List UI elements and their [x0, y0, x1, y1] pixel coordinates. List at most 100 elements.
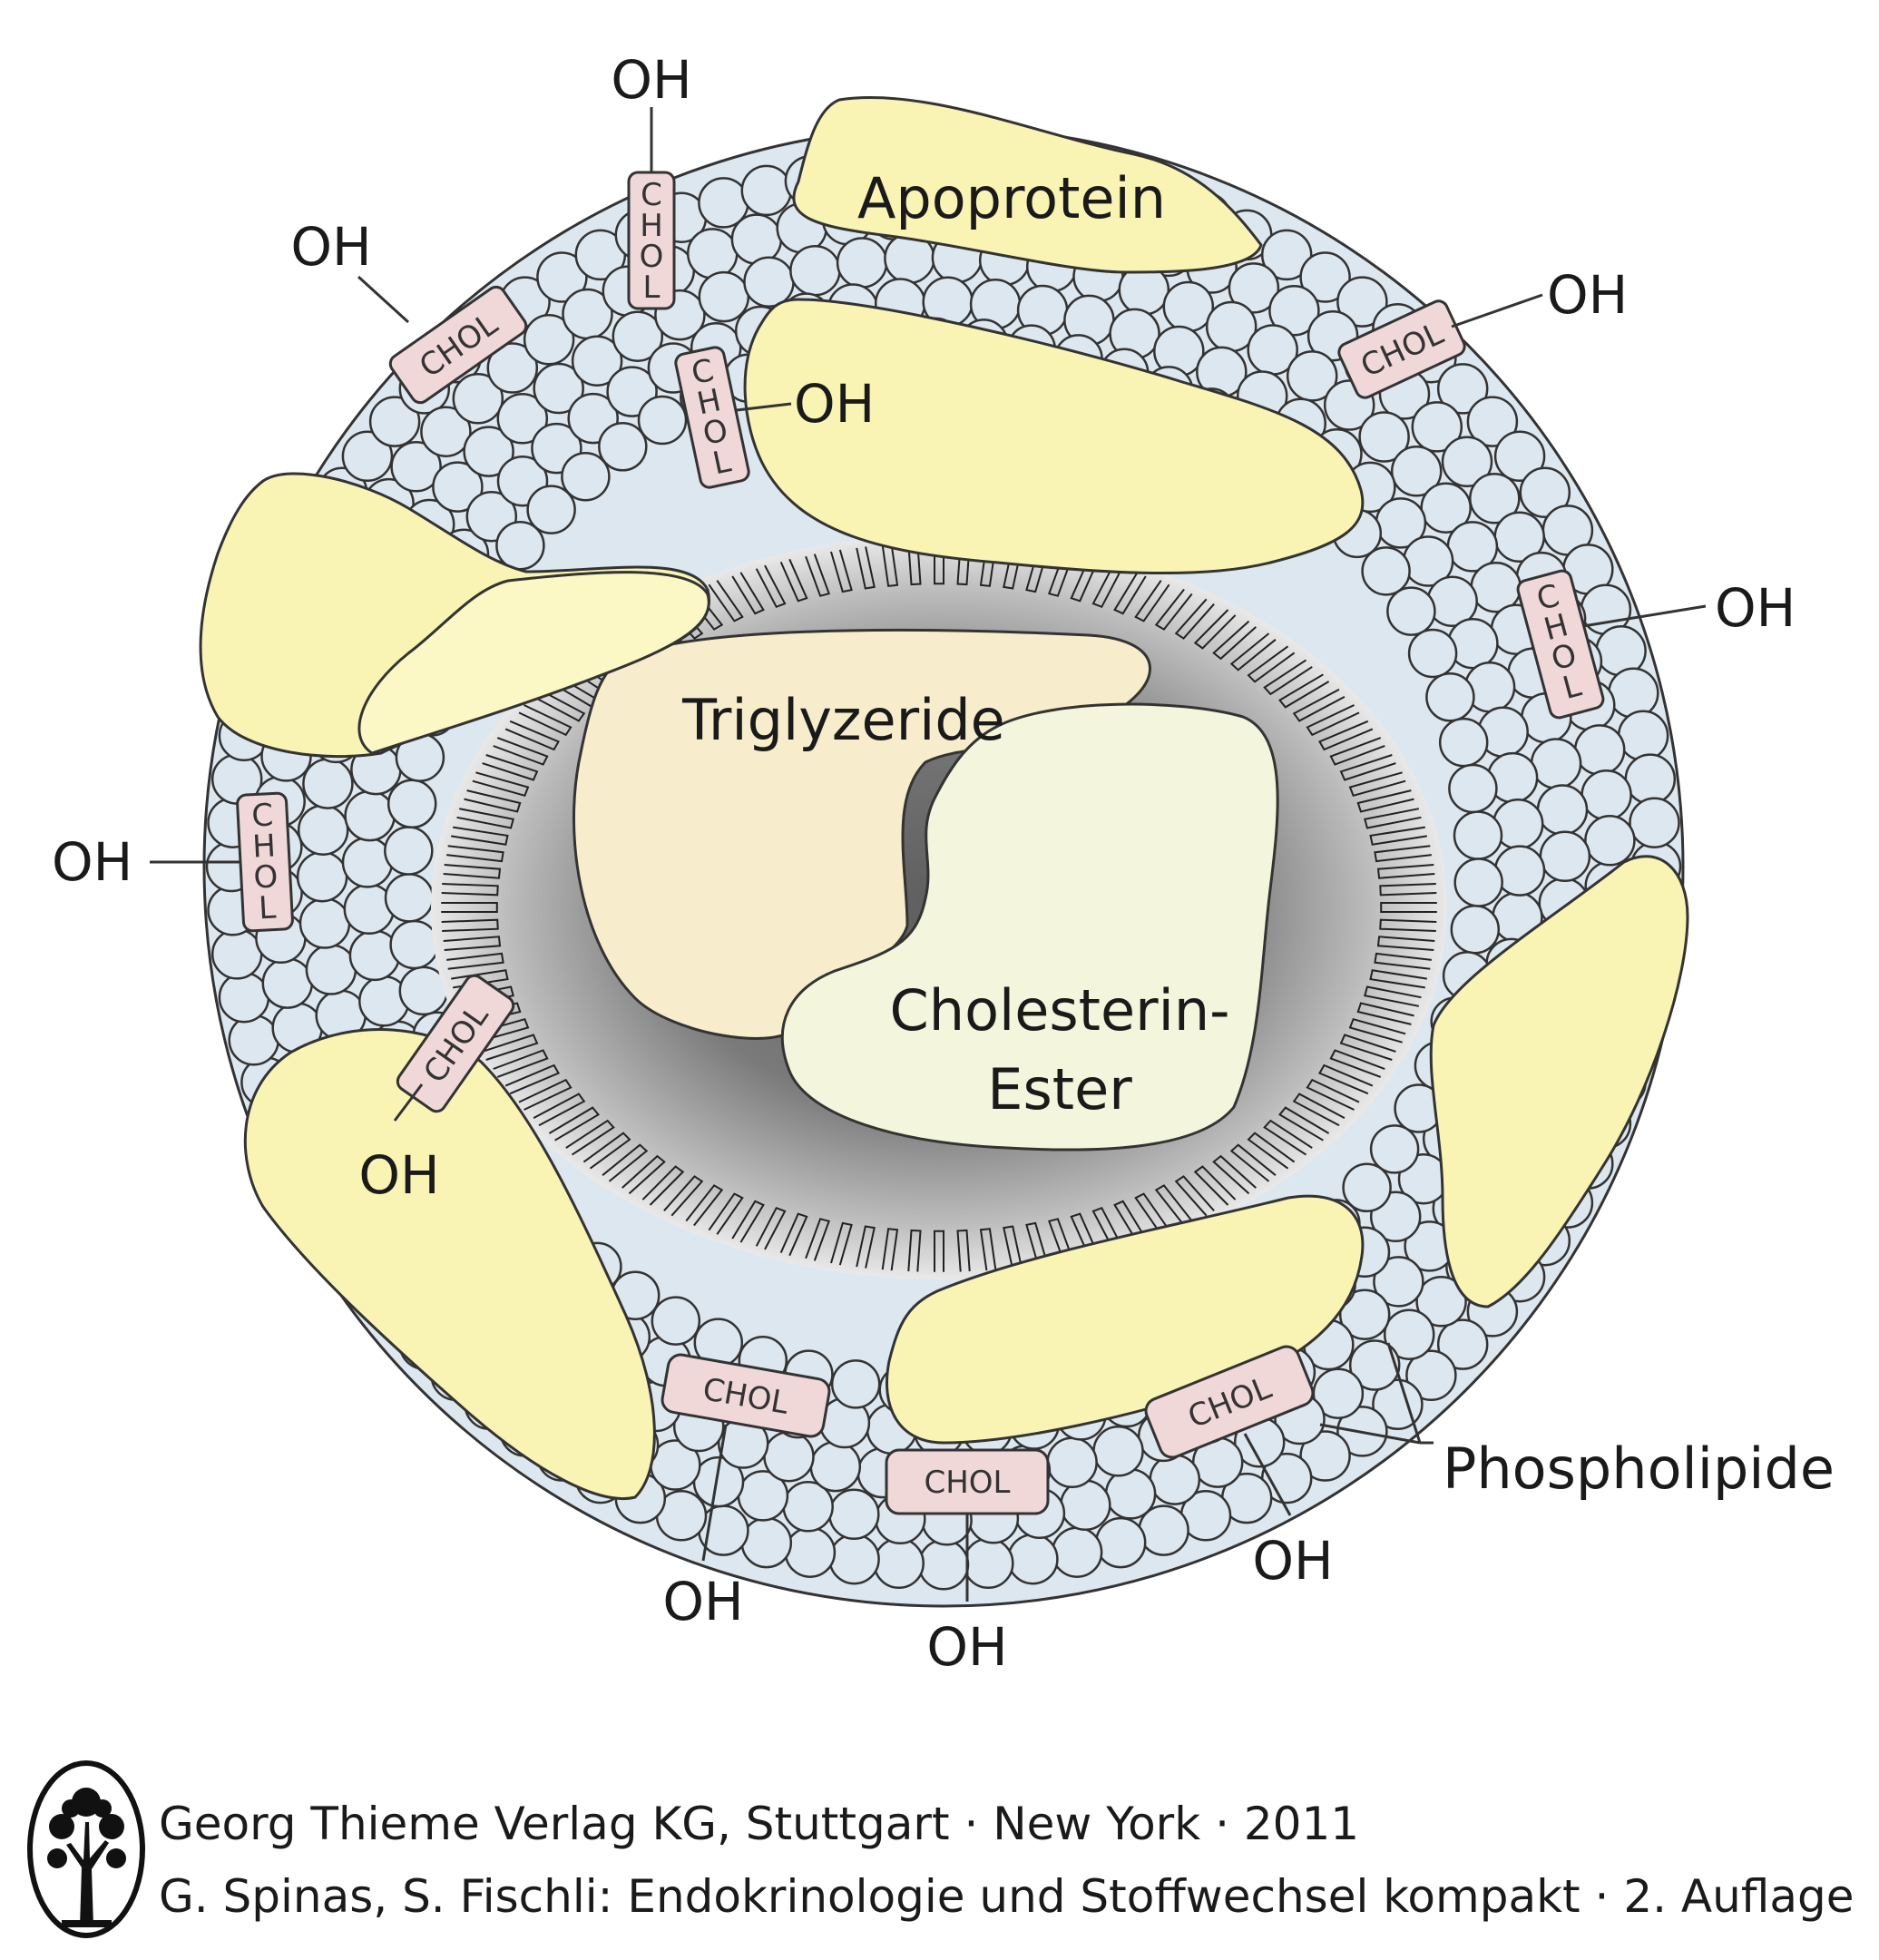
phospholipid-tail — [1113, 1200, 1147, 1243]
cholesterin-ester-blob — [780, 702, 1279, 1152]
phospholipid-tail — [451, 826, 509, 846]
phospholipid-tail — [1348, 771, 1406, 798]
phospholipid-tail — [1113, 572, 1147, 615]
phospholipid-tail — [685, 588, 724, 631]
phospholipid-head — [612, 310, 664, 362]
phospholipid-tail — [830, 1221, 853, 1266]
phospholipid-head — [496, 393, 549, 445]
svg-text:H: H — [640, 208, 663, 244]
phospholipid-tail — [1379, 918, 1437, 932]
phospholipid-tail — [1374, 952, 1432, 970]
phospholipid-tail — [1003, 1225, 1023, 1269]
phospholipid-tail — [493, 737, 549, 766]
phospholipid-head — [571, 335, 623, 387]
phospholipid-tail — [1003, 546, 1023, 590]
phospholipid-head — [1007, 1533, 1059, 1585]
phospholipid-head — [1060, 1479, 1111, 1532]
phospholipid-tail — [1348, 1017, 1406, 1044]
phospholipid-tail — [1212, 620, 1257, 661]
phospholipid-tail — [1376, 864, 1435, 879]
phospholipid-head — [1629, 797, 1680, 848]
phospholipid-head — [536, 251, 588, 303]
phospholipid-tail — [708, 1192, 744, 1235]
oh-label-top: OH — [611, 49, 691, 111]
label-apoprotein: Apoprotein — [857, 165, 1166, 231]
svg-text:L: L — [643, 270, 661, 306]
credit-line-1: Georg Thieme Verlag KG, Stuttgart · New … — [159, 1798, 1360, 1850]
phospholipid-head — [1581, 769, 1632, 821]
phospholipid-tail — [805, 554, 831, 597]
phospholipid-tail — [856, 1225, 876, 1269]
phospholipid-head — [1092, 1426, 1144, 1477]
phospholipid-tail — [456, 808, 514, 829]
phospholipid-head — [651, 1296, 701, 1346]
phospholipid-tail — [1306, 1078, 1360, 1111]
phospholipid-tail — [1229, 632, 1277, 671]
phospholipid-head — [830, 1359, 881, 1409]
chol-bottom-right: CHOL — [1144, 1345, 1315, 1459]
phospholipid-head — [1453, 810, 1503, 860]
apoprotein-lower-left — [243, 1028, 656, 1500]
phospholipid-tail — [663, 1175, 704, 1217]
phospholipid-tail — [464, 789, 522, 813]
phospholipid-head — [561, 451, 611, 502]
oh-label-bottom-left: OH — [662, 1571, 743, 1632]
oh-label-middle-upper: OH — [794, 373, 875, 435]
phospholipid-tail — [1278, 1106, 1330, 1142]
phospholipid-tail — [1154, 588, 1193, 631]
phospholipid-head — [698, 270, 750, 323]
phospholipid-head — [1407, 628, 1458, 679]
phospholipid-head — [296, 850, 348, 903]
phospholipid-tail — [956, 1229, 971, 1272]
phospholipid-tail — [1047, 1218, 1073, 1261]
phospholipid-tail — [779, 1212, 808, 1257]
phospholipid-tail — [641, 1165, 685, 1206]
phospholipid-head — [1348, 1339, 1401, 1391]
phospholipid-tail — [1134, 1192, 1170, 1235]
phospholipid-tail — [464, 1002, 522, 1025]
phospholipid-head — [1162, 280, 1215, 333]
phospholipid-head — [1149, 1454, 1201, 1505]
phospholipid-head — [432, 461, 484, 513]
phospholipid-tail — [731, 1200, 765, 1243]
phospholipid-head — [1438, 717, 1489, 768]
phospholipid-tail — [443, 864, 502, 879]
phospholipid-tail — [441, 918, 499, 932]
phospholipid-head — [384, 873, 435, 923]
svg-text:C: C — [641, 177, 662, 213]
phospholipid-tail — [621, 1154, 666, 1195]
phospholipid-tail — [1380, 902, 1437, 913]
phospholipid-tail — [755, 564, 787, 609]
phospholipid-head — [261, 957, 314, 1009]
phospholipid-head — [784, 1526, 837, 1578]
phospholipid-head — [1530, 738, 1582, 789]
phospholipid-head — [1453, 858, 1503, 907]
phospholipid-head — [828, 1488, 880, 1541]
phospholipid-head — [743, 256, 795, 308]
phospholipid-head — [730, 213, 783, 265]
oh-label-bottom-right: OH — [1252, 1530, 1333, 1592]
phospholipid-head — [1338, 1289, 1391, 1340]
phospholipid-tail — [934, 1230, 944, 1272]
phospholipid-tail — [1329, 1049, 1385, 1078]
oh-label-upper-right: OH — [1547, 264, 1628, 326]
label-triglyzeride: Triglyzeride — [681, 687, 1005, 753]
phospholipid-tail — [1369, 826, 1427, 846]
phospholipid-head — [1415, 1276, 1467, 1328]
phospholipid-tail — [582, 1132, 631, 1170]
phospholipid-head — [740, 1516, 793, 1569]
phospholipid-tail — [663, 598, 704, 640]
phospholipid-tail — [1292, 688, 1346, 722]
phospholipid-head — [1425, 672, 1475, 722]
phospholipid-head — [1372, 1378, 1424, 1431]
phospholipid-tail — [1339, 754, 1396, 781]
phospholipid-head — [1094, 1516, 1147, 1569]
phospholipid-head — [828, 1533, 880, 1585]
svg-text:O: O — [252, 858, 279, 896]
phospholipid-tail — [446, 952, 504, 970]
phospholipid-tail — [779, 558, 808, 603]
phospholipid-tail — [1364, 985, 1422, 1007]
phospholipid-tail — [1374, 845, 1432, 863]
phospholipid-tail — [1356, 1002, 1414, 1025]
phospholipid-head — [526, 485, 576, 534]
